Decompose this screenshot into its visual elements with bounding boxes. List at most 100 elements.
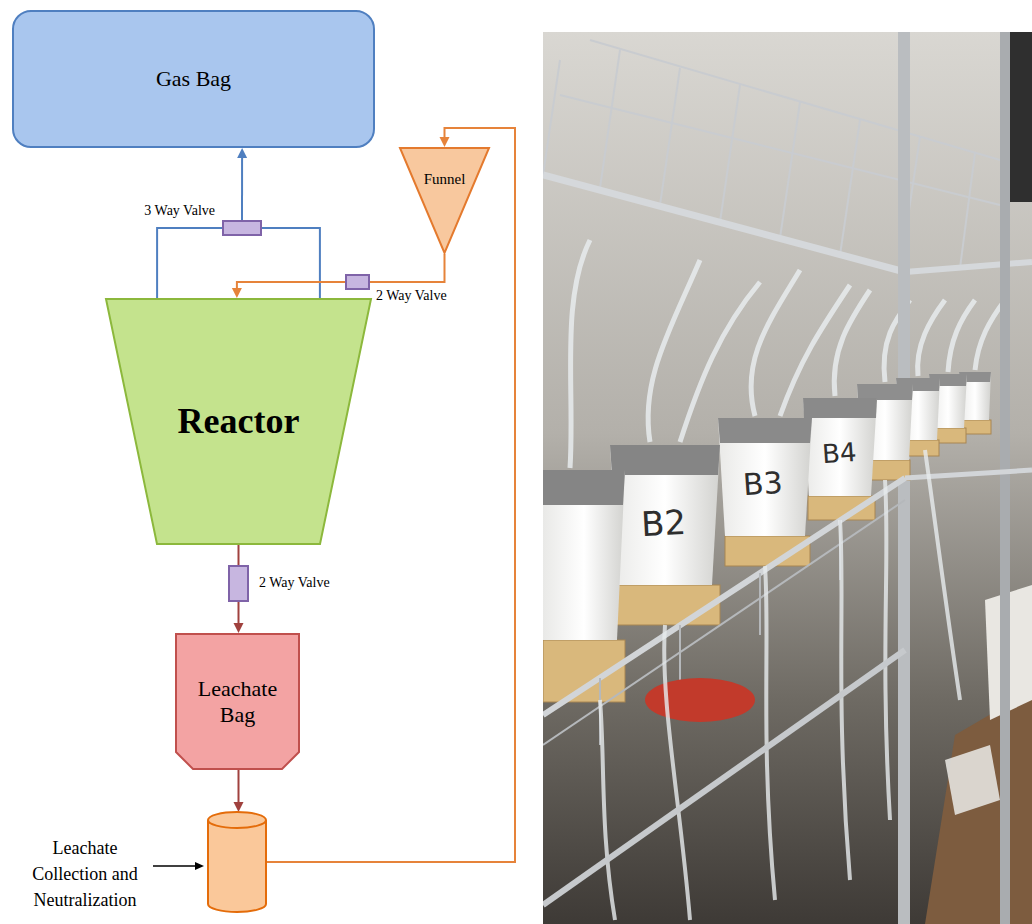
funnel-outline (399, 147, 490, 254)
reactor-outline-shape (106, 299, 371, 544)
shelf-pole (1000, 32, 1010, 924)
connector-line (157, 228, 222, 298)
photo-part (765, 566, 775, 900)
three-way-valve-outline (222, 220, 262, 236)
photo-part (840, 120, 860, 255)
arrowhead (232, 288, 242, 298)
photo-part (925, 450, 960, 700)
photo-part (840, 520, 850, 880)
photo-part (610, 445, 720, 475)
flow-connector (262, 228, 320, 298)
photo-part (616, 585, 720, 625)
photo-background (543, 32, 1032, 924)
photo-part (803, 398, 877, 496)
lower-shelf-rail (543, 650, 905, 905)
two-way-valve-outline (228, 565, 249, 602)
photo-part (834, 290, 870, 396)
top-shelf-rail (543, 175, 905, 272)
collection-vessel-outline-shape (208, 812, 266, 912)
collection-vessel-outline (207, 812, 267, 912)
valve-label: 2 Way Valve (376, 288, 447, 304)
connector-line (237, 282, 345, 289)
connector-line (238, 602, 240, 624)
reactor: Reactor (105, 298, 372, 545)
node-label: Funnel (424, 171, 466, 188)
two-way-valve-outline-shape (346, 275, 369, 289)
lab-photo (543, 32, 1032, 924)
arrowhead (237, 148, 247, 158)
three-way-valve-outline-shape (223, 221, 261, 235)
flow-connector (237, 148, 247, 220)
flow-connector (370, 254, 445, 282)
photo-part (718, 418, 812, 536)
bag (945, 745, 1000, 815)
leachate-bag-outline-shape (176, 634, 299, 769)
gas-bag: Gas Bag (12, 10, 375, 148)
photo-part (720, 85, 740, 222)
photo-part (918, 300, 945, 376)
flow-connector (234, 770, 244, 812)
valve-label: 2 Way Valve (259, 575, 330, 591)
top-shelf-rail (905, 262, 1032, 272)
photo-part (648, 260, 700, 442)
flow-connector (232, 282, 345, 298)
photo-part (948, 300, 975, 372)
arrowhead (440, 137, 450, 147)
two-way-valve: 2 Way Valve (345, 274, 370, 290)
connector-line (241, 157, 243, 220)
leader-arrowhead (195, 862, 204, 870)
node-label: Gas Bag (156, 66, 231, 91)
two-way-valve-outline-shape (229, 566, 248, 601)
collection-vessel: Leachate Collection and Neutralization (207, 812, 267, 912)
photo-part (543, 470, 625, 640)
two-way-valve-outline (345, 274, 370, 290)
photo-part (570, 240, 590, 468)
funnel: Funnel (399, 147, 490, 254)
leader-arrow (153, 865, 197, 867)
valve-label: Leachate Collection and Neutralization (20, 835, 150, 913)
photo-part (600, 50, 620, 188)
bucket-label: B2 (640, 502, 687, 544)
photo-part (960, 153, 975, 268)
photo-part (857, 384, 913, 400)
photo-part (560, 95, 1000, 205)
node-label: Leachate Bag (181, 676, 294, 727)
connector-line (262, 228, 320, 298)
photo-part (660, 68, 680, 205)
photo-part (600, 700, 615, 920)
photo-part (543, 60, 560, 175)
arrowhead (234, 802, 244, 812)
flow-connector (157, 228, 222, 298)
flow-connector (238, 545, 239, 565)
two-way-valve: 2 Way Valve (228, 565, 249, 602)
photo-part (664, 625, 690, 920)
connector-line (370, 254, 445, 282)
photo-part (803, 398, 877, 418)
photo-part (718, 418, 812, 443)
valve-label: 3 Way Valve (144, 203, 215, 219)
bucket-label: B4 (821, 437, 857, 469)
photo-part (543, 470, 625, 505)
photo-part (751, 270, 800, 416)
bucket-label: B3 (742, 465, 784, 503)
middle-shelf-rail (905, 470, 1032, 478)
photo-part (885, 480, 890, 820)
node-label: Reactor (178, 401, 300, 442)
floor (925, 690, 1032, 924)
photo-part (610, 445, 720, 585)
arrowhead (234, 623, 244, 633)
cylinder-rim (208, 820, 266, 828)
flow-connector (234, 602, 244, 633)
connector-line (238, 770, 240, 803)
three-way-valve: 3 Way Valve (222, 220, 262, 236)
gas-tubes (570, 240, 1005, 468)
connector-line (238, 545, 240, 565)
gas-bag-outline-shape (13, 11, 374, 147)
red-lid (645, 678, 755, 722)
funnel-outline-shape (400, 148, 489, 253)
leachate-tubes (600, 450, 960, 920)
photo-part (780, 102, 800, 238)
photo-part (759, 573, 761, 635)
leachate-bag: Leachate Bag (175, 633, 300, 770)
